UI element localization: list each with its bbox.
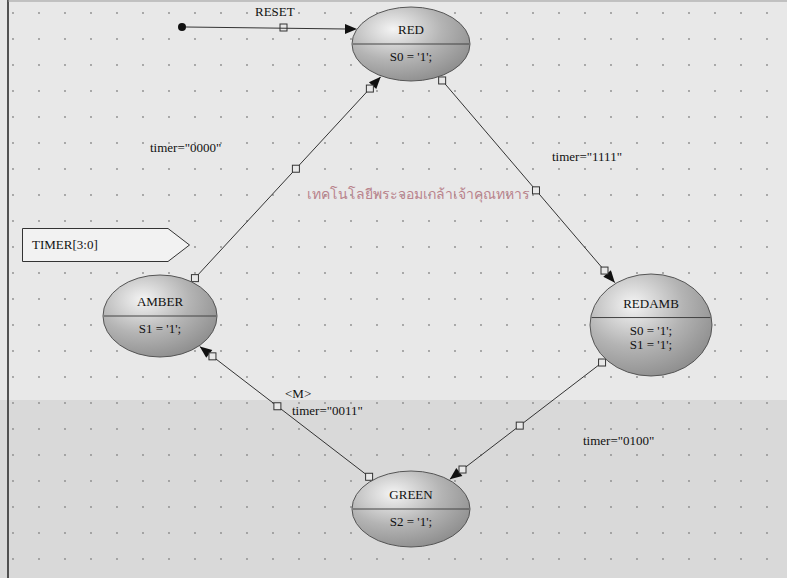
state-name: REDAMB xyxy=(623,297,679,312)
transition-condition: timer="0000" xyxy=(150,141,221,156)
port-outline xyxy=(23,229,190,262)
edge-handle xyxy=(366,85,373,92)
state-action: S1 = '1'; xyxy=(630,338,672,353)
divider-line xyxy=(353,44,469,45)
divider-line xyxy=(104,316,216,317)
ellipse-outline xyxy=(103,275,217,357)
node-content: GREEN S2 = '1'; xyxy=(351,470,471,548)
state-action: S2 = '1'; xyxy=(390,515,432,530)
edge-handle xyxy=(439,77,446,84)
edge-handle xyxy=(274,403,281,410)
transition-condition: timer="0011" xyxy=(292,404,363,419)
state-name: TIMER[3:0] xyxy=(32,238,98,253)
state-ellipse: GREEN S2 = '1'; xyxy=(351,470,471,548)
ellipse-outline xyxy=(352,471,470,547)
state-ellipse: REDAMB S0 = '1';S1 = '1'; xyxy=(589,273,713,377)
port-symbol: TIMER[3:0] xyxy=(22,228,190,262)
transition-arrow xyxy=(450,359,606,479)
edge-handle xyxy=(191,275,198,282)
transition-arrow xyxy=(200,347,373,481)
shape-outline xyxy=(351,470,471,548)
transition-line xyxy=(200,347,373,480)
state-ellipse: RED S0 = '1'; xyxy=(351,6,471,82)
edge-handle xyxy=(209,353,216,360)
transition-arrow xyxy=(439,77,615,283)
state-name: RED xyxy=(398,23,424,38)
node-content: RED S0 = '1'; xyxy=(351,6,471,82)
node-content: AMBER S1 = '1'; xyxy=(102,274,218,358)
state-action: S0 = '1'; xyxy=(630,324,672,339)
state-name: GREEN xyxy=(389,488,432,503)
node-content: REDAMB S0 = '1';S1 = '1'; xyxy=(589,273,713,377)
divider-line xyxy=(353,509,469,510)
state-name: AMBER xyxy=(137,295,183,310)
state-action: S0 = '1'; xyxy=(390,50,432,65)
machine-tag: <M> xyxy=(285,387,311,402)
edge-handle xyxy=(601,267,608,274)
transition-arrow xyxy=(191,77,380,282)
edge-handle xyxy=(532,187,539,194)
reset-arrow xyxy=(178,23,357,34)
transition-condition: timer="1111" xyxy=(552,150,622,165)
ellipse-outline xyxy=(590,274,712,376)
state-action: S1 = '1'; xyxy=(139,322,181,337)
watermark: เทคโนโลยีพระจอมเกล้าเจ้าคุณทหาร xyxy=(307,186,530,202)
state-ellipse: AMBER S1 = '1'; xyxy=(102,274,218,358)
edge-handle xyxy=(599,359,606,366)
edge-handle xyxy=(292,165,299,172)
ellipse-outline xyxy=(352,7,470,81)
shape-outline xyxy=(351,6,471,82)
node-content: TIMER[3:0] xyxy=(22,228,190,262)
reset-label: RESET xyxy=(255,5,295,20)
edge-handle xyxy=(366,473,373,480)
divider-line xyxy=(592,317,711,318)
edge-handle xyxy=(459,466,466,473)
transition-line xyxy=(450,360,605,479)
shape-outline xyxy=(102,274,218,358)
transition-line xyxy=(192,77,381,281)
transition-line xyxy=(440,77,615,282)
transition-condition: timer="0100" xyxy=(583,434,654,449)
edge-handle xyxy=(516,422,523,429)
